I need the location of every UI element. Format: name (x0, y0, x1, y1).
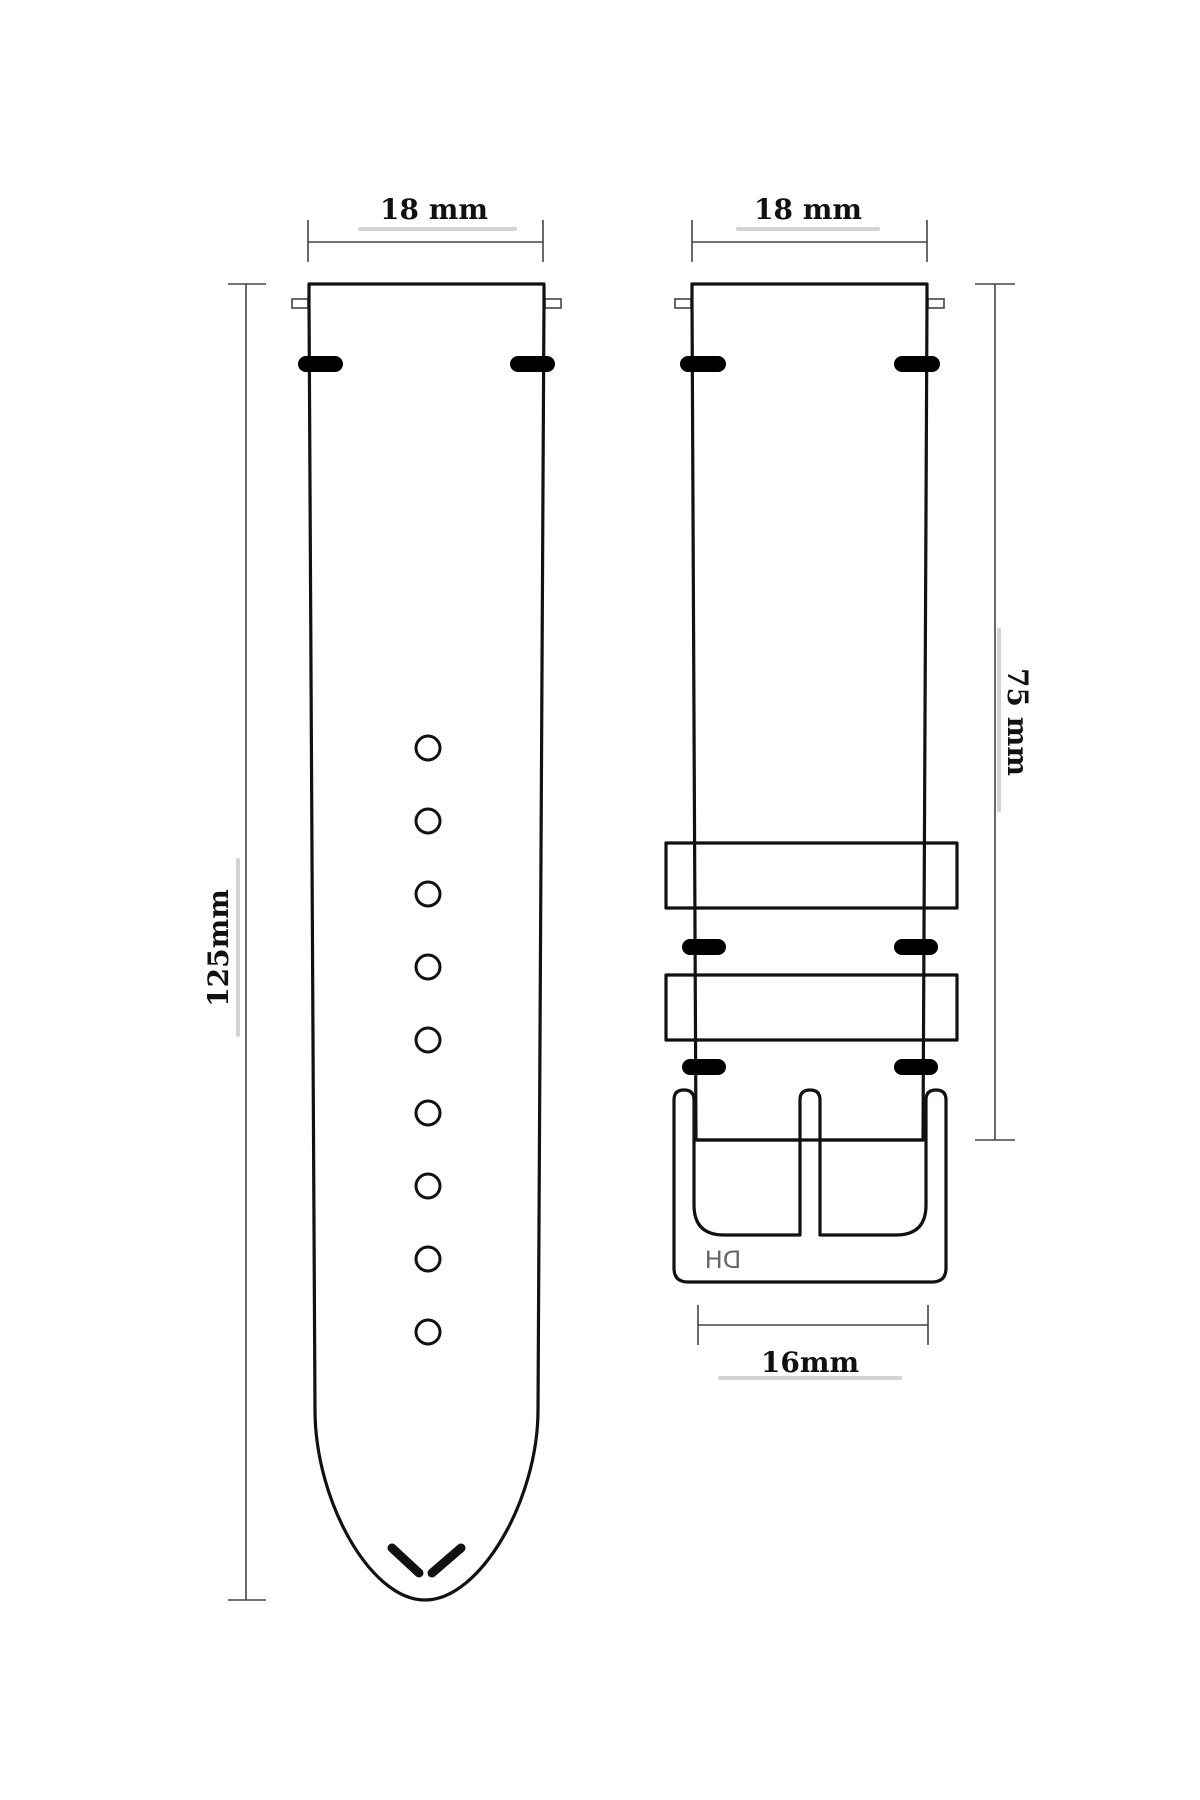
buckle-width-label: 16mm (761, 1346, 859, 1379)
buckle-strap-spring-bar-left (674, 298, 692, 309)
long-strap-spring-bar-right (544, 298, 562, 309)
long-strap-length-label: 125mm (202, 889, 235, 1007)
keeper-loop-lower (664, 973, 959, 1042)
long-strap-holes (414, 734, 442, 1346)
long-strap-tip-mark-left (387, 1543, 424, 1578)
long-strap-width-dimension: 18 mm (307, 193, 544, 262)
buckle-strap-length-label: 75 mm (1001, 668, 1034, 776)
buckle-strap-outline (690, 282, 929, 1142)
strap-hole (414, 807, 442, 835)
strap-hole (414, 1026, 442, 1054)
buckle-strap-length-dimension: 75 mm (975, 283, 1034, 1141)
strap-hole (414, 880, 442, 908)
long-strap-outline (307, 282, 546, 1602)
long-strap-length-dimension: 125mm (202, 283, 266, 1601)
long-strap-tip-mark-right (427, 1543, 466, 1578)
buckle-frame (672, 1088, 948, 1284)
buckle-strap-width-dimension: 18 mm (691, 193, 928, 262)
buckle-width-dimension: 16mm (697, 1305, 929, 1380)
strap-hole (414, 1318, 442, 1346)
strap-hole (414, 1245, 442, 1273)
buckle-strap (664, 282, 959, 1142)
buckle-strap-width-label: 18 mm (754, 193, 862, 226)
strap-hole (414, 1172, 442, 1200)
long-strap-width-label: 18 mm (380, 193, 488, 226)
long-strap-spring-bar-left (291, 298, 309, 309)
strap-hole (414, 953, 442, 981)
strap-hole (414, 1099, 442, 1127)
buckle-engraving: DH (705, 1246, 742, 1274)
buckle-strap-spring-bar-right (927, 298, 945, 309)
strap-hole (414, 734, 442, 762)
keeper-loop-upper (664, 841, 959, 910)
long-strap (291, 282, 562, 1602)
buckle: DH (672, 1088, 948, 1284)
